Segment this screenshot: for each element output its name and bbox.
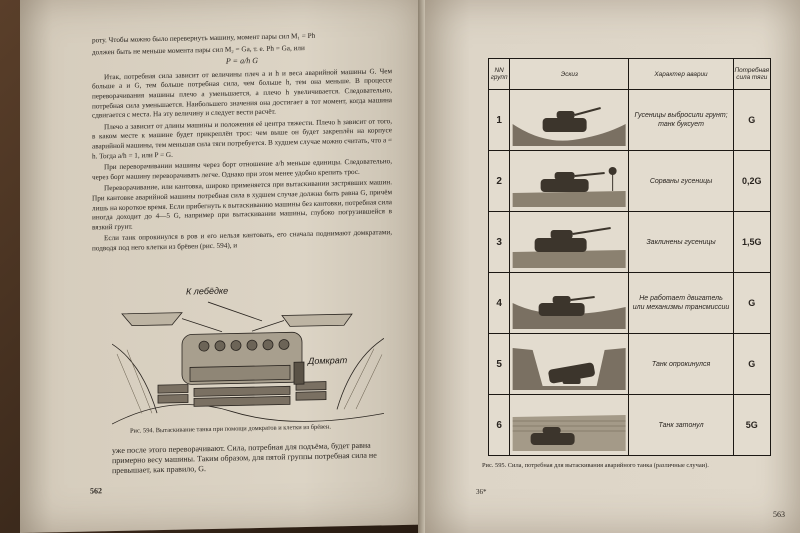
table-row: 3 Заклинены гусеницы 1,5G: [487, 211, 772, 273]
table-row: 5 Танк опрокинулся G: [487, 333, 772, 395]
row-sketch: [509, 211, 630, 273]
row-number: 4: [487, 272, 511, 334]
tank-track-jammed-sketch: [512, 227, 626, 268]
row-sketch: [509, 394, 630, 456]
row-description: Танк опрокинулся: [628, 333, 734, 395]
row-description: Сорваны гусеницы: [628, 150, 734, 212]
row-number: 3: [487, 211, 511, 273]
row-number: 1: [487, 89, 511, 151]
tank-track-off-sketch: [512, 167, 626, 207]
table-row: 6 Танк затонул 5G: [487, 394, 772, 456]
left-page-text: роту. Чтобы можно было перевернуть машин…: [92, 30, 392, 256]
page-number: 563: [773, 510, 785, 519]
row-force: 5G: [732, 394, 772, 456]
paragraph: Плечо a зависит от длины машины и положе…: [92, 116, 393, 161]
tank-sunk-sketch: [512, 415, 626, 451]
figure-594: К лебёдке Домкрат: [111, 268, 385, 432]
table-header-row: NN групп Эскиз Характер аварии Потребная…: [487, 58, 772, 90]
figure-label-jack: Домкрат: [307, 355, 348, 366]
row-description: Танк затонул: [628, 394, 734, 456]
table-row: 2 Сорваны гусеницы 0,2G: [487, 150, 772, 212]
row-force: G: [732, 333, 772, 395]
figure-label-winch: К лебёдке: [186, 286, 228, 297]
row-force: 0,2G: [732, 150, 772, 212]
row-force: G: [732, 272, 772, 334]
header-group: NN групп: [487, 58, 511, 90]
paragraph: Если танк опрокинулся в ров и его нельзя…: [92, 228, 392, 253]
row-force: G: [732, 89, 772, 151]
row-sketch: [509, 333, 630, 395]
tank-recovery-table: NN групп Эскиз Характер аварии Потребная…: [487, 58, 772, 456]
row-description: Не работает двигатель или механизмы тран…: [628, 272, 734, 334]
row-number: 2: [487, 150, 511, 212]
tank-engine-failure-sketch: [512, 296, 626, 329]
table-row: 1 Гусеницы выбросили грунт; танк буксует…: [487, 89, 772, 151]
figure-caption: Рис. 595. Сила, потребная для вытаскиван…: [482, 462, 709, 469]
header-force: Потребная сила тяги: [732, 58, 772, 90]
page-number: 562: [90, 486, 102, 496]
tank-jack-illustration: К лебёдке Домкрат: [111, 286, 385, 425]
tank-stuck-sketch: [512, 107, 626, 146]
tank-overturned-sketch: [512, 348, 626, 390]
header-sketch: Эскиз: [509, 58, 630, 90]
paragraph: уже после этого переворачивают. Сила, по…: [112, 440, 377, 476]
table-row: 4 Не работает двигатель или механизмы тр…: [487, 272, 772, 334]
paragraph: Переворачивание, или кантовка, широко пр…: [92, 178, 392, 232]
header-accident: Характер аварии: [628, 58, 734, 90]
row-sketch: [509, 150, 630, 212]
paragraph: Итак, потребная сила зависит от величины…: [92, 66, 392, 120]
left-page: роту. Чтобы можно было перевернуть машин…: [20, 0, 425, 533]
row-sketch: [509, 272, 630, 334]
row-description: Гусеницы выбросили грунт; танк буксует: [628, 89, 734, 151]
row-number: 6: [487, 394, 511, 456]
row-sketch: [509, 89, 630, 151]
signature-mark: 36*: [476, 488, 487, 496]
row-number: 5: [487, 333, 511, 395]
row-force: 1,5G: [732, 211, 772, 273]
row-description: Заклинены гусеницы: [628, 211, 734, 273]
